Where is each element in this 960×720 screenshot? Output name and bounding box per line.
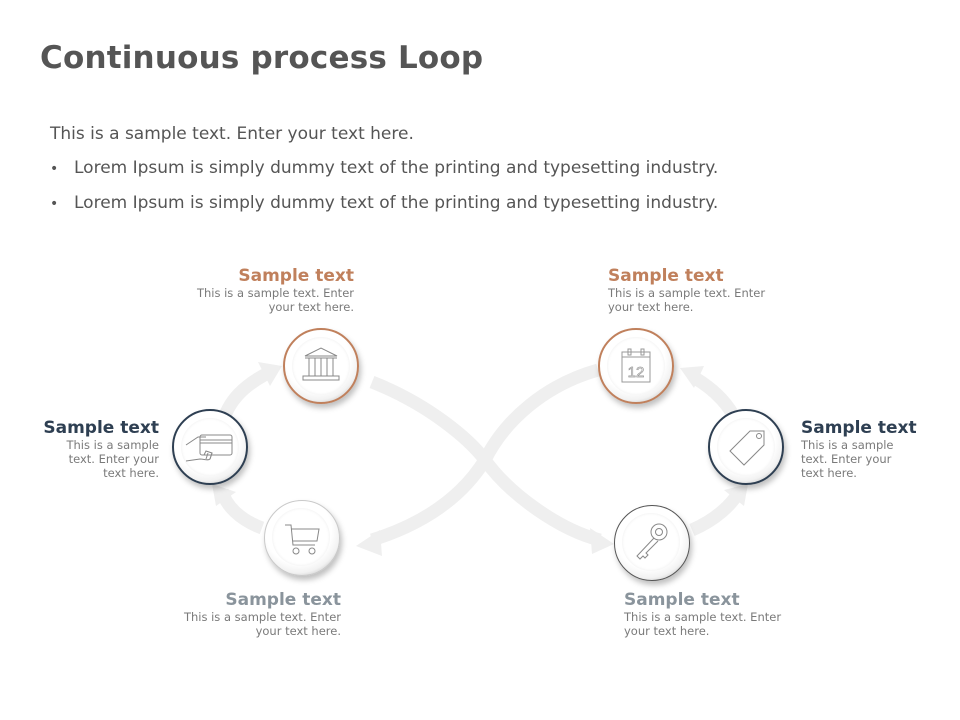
node-cart-label: Sample text This is a sample text. Enter… bbox=[140, 590, 341, 638]
arrowhead bbox=[356, 530, 382, 556]
bank-icon bbox=[302, 347, 340, 381]
arrowhead bbox=[590, 528, 614, 554]
bullet-icon: • bbox=[50, 161, 59, 177]
node-cart-circle[interactable] bbox=[264, 500, 340, 576]
arrowhead bbox=[724, 484, 748, 506]
page-title: Continuous process Loop bbox=[40, 40, 484, 76]
arrowhead bbox=[212, 484, 236, 506]
node-bank-label: Sample text This is a sample text. Enter… bbox=[150, 266, 354, 314]
arrowhead bbox=[680, 366, 704, 388]
node-card-label: Sample text This is a sample text. Enter… bbox=[20, 418, 159, 480]
node-key-label: Sample text This is a sample text. Enter… bbox=[624, 590, 824, 638]
bullet-icon: • bbox=[50, 196, 59, 212]
bullet-item: •Lorem Ipsum is simply dummy text of the… bbox=[50, 151, 718, 186]
node-bank-circle[interactable] bbox=[283, 328, 359, 404]
node-tag-circle[interactable] bbox=[708, 409, 784, 485]
svg-text:12: 12 bbox=[628, 364, 645, 381]
node-tag-label: Sample text This is a sample text. Enter… bbox=[801, 418, 951, 480]
credit-card-hand-icon bbox=[185, 434, 233, 462]
arrow-center-up bbox=[370, 363, 600, 547]
node-heading: Sample text bbox=[801, 418, 917, 438]
node-heading: Sample text bbox=[238, 266, 354, 286]
intro-text: This is a sample text. Enter your text h… bbox=[50, 117, 718, 221]
node-heading: Sample text bbox=[43, 418, 159, 438]
key-icon bbox=[636, 523, 668, 560]
bullet-item: •Lorem Ipsum is simply dummy text of the… bbox=[50, 186, 718, 221]
node-calendar-label: Sample text This is a sample text. Enter… bbox=[608, 266, 818, 314]
node-heading: Sample text bbox=[225, 590, 341, 610]
node-card-circle[interactable] bbox=[172, 409, 248, 485]
node-key-circle[interactable] bbox=[614, 505, 690, 581]
price-tag-icon bbox=[729, 430, 765, 466]
intro-lead: This is a sample text. Enter your text h… bbox=[50, 124, 414, 144]
arrowhead bbox=[258, 362, 282, 386]
node-calendar-circle[interactable]: 12 bbox=[598, 328, 674, 404]
calendar-icon: 12 bbox=[621, 348, 651, 383]
node-heading: Sample text bbox=[608, 266, 724, 286]
node-heading: Sample text bbox=[624, 590, 740, 610]
shopping-cart-icon bbox=[285, 524, 320, 555]
